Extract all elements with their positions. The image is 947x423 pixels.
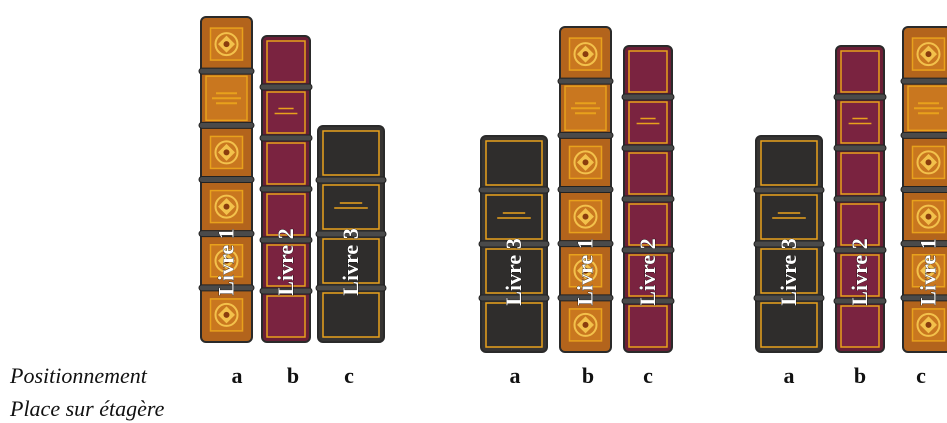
shelf-place-label: Place sur étagère <box>10 396 165 421</box>
book-title: Livre 3 <box>338 228 363 295</box>
position-b-label-1: b <box>286 363 300 388</box>
book-title: Livre 1 <box>214 228 239 295</box>
book-title: Livre 3 <box>776 238 801 305</box>
book-title: Livre 2 <box>847 238 872 305</box>
book-title: Livre 2 <box>635 238 660 305</box>
position-a-label-3: a <box>783 363 795 388</box>
position-b-label-2: b <box>581 363 595 388</box>
book-1-3: Livre 3 <box>315 125 387 343</box>
book-3-2: Livre 2 <box>833 45 887 353</box>
book-title: Livre 3 <box>501 238 526 305</box>
position-c-label-3: c <box>916 363 926 388</box>
position-a-label-2: a <box>509 363 521 388</box>
book-2-2: Livre 1 <box>557 26 614 353</box>
position-c-label-2: c <box>643 363 653 388</box>
book-3-1: Livre 3 <box>753 135 825 353</box>
book-1-1: Livre 1 <box>198 16 255 343</box>
position-a-label-1: a <box>231 363 243 388</box>
book-1-2: Livre 2 <box>259 35 313 343</box>
book-2-3: Livre 2 <box>621 45 675 353</box>
book-title: Livre 2 <box>273 228 298 295</box>
position-c-label-1: c <box>344 363 354 388</box>
book-2-1: Livre 3 <box>478 135 550 353</box>
position-b-label-3: b <box>853 363 867 388</box>
book-title: Livre 1 <box>573 238 598 305</box>
book-3-3: Livre 1 <box>900 26 947 353</box>
positioning-label: Positionnement <box>10 363 147 388</box>
book-title: Livre 1 <box>916 238 941 305</box>
